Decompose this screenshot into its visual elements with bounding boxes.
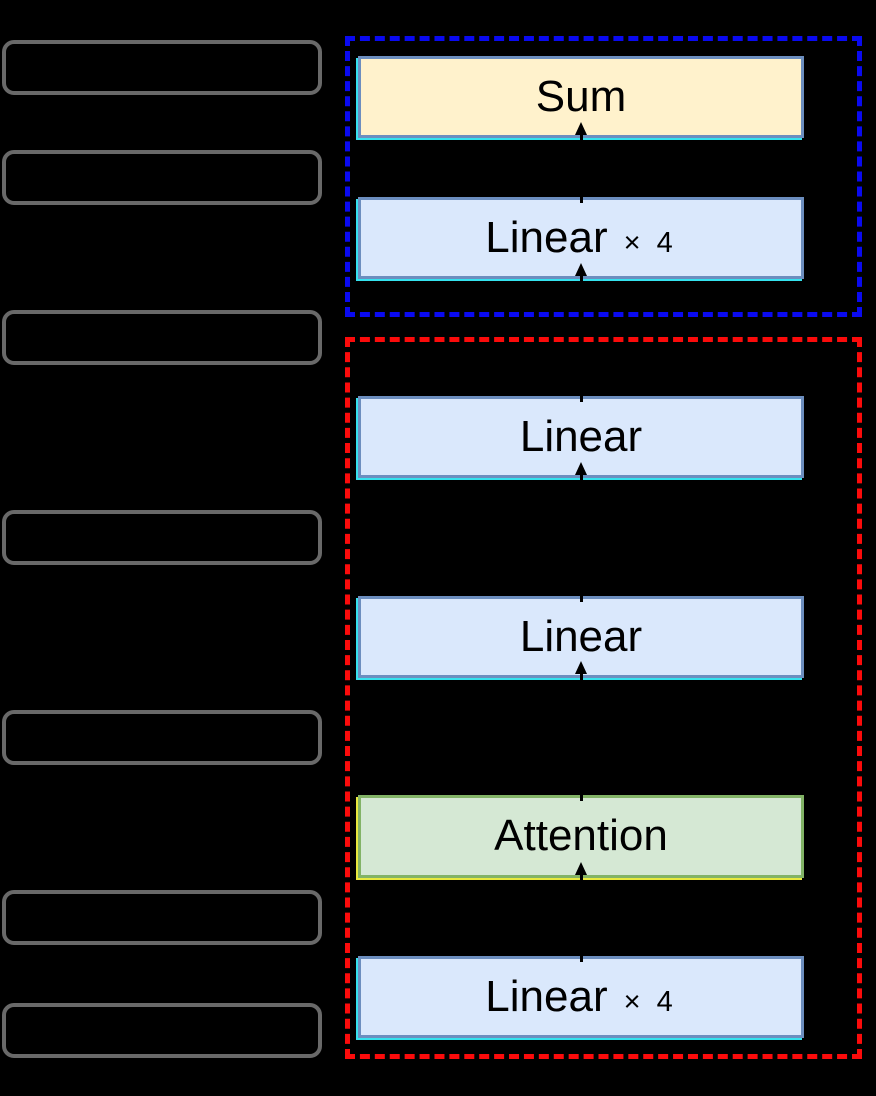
block-label: Linear — [519, 612, 643, 661]
left-placeholder-box-5 — [2, 710, 322, 765]
arrowhead-icon — [575, 462, 587, 475]
left-placeholder-box-2 — [2, 150, 322, 205]
up-arrow-3 — [574, 462, 588, 602]
left-placeholder-box-3 — [2, 310, 322, 365]
up-arrow-5 — [574, 862, 588, 962]
block-label: Linear — [485, 213, 608, 262]
arrow-shaft — [579, 475, 583, 602]
left-placeholder-box-1 — [2, 40, 322, 95]
blue-dashed-group — [345, 36, 862, 317]
red-dashed-group — [345, 337, 862, 1059]
block-label: Attention — [494, 811, 668, 860]
arrow-shaft — [579, 135, 583, 203]
arrow-shaft — [579, 674, 583, 801]
block-suffix: × 4 — [623, 986, 677, 1018]
block-suffix: × 4 — [623, 227, 677, 259]
block-label: Linear — [485, 972, 608, 1021]
arrow-shaft — [579, 276, 583, 402]
left-placeholder-box-4 — [2, 510, 322, 565]
left-placeholder-box-7 — [2, 1003, 322, 1058]
block-linear-x4-bottom: Linear × 4 — [358, 956, 804, 1038]
block-label: Sum — [535, 72, 627, 121]
arrowhead-icon — [575, 263, 587, 276]
arrowhead-icon — [575, 862, 587, 875]
arrow-shaft — [579, 875, 583, 962]
arrowhead-icon — [575, 661, 587, 674]
arrowhead-icon — [575, 122, 587, 135]
up-arrow-1 — [574, 122, 588, 203]
block-label: Linear — [519, 412, 643, 461]
up-arrow-2 — [574, 263, 588, 402]
up-arrow-4 — [574, 661, 588, 801]
left-placeholder-box-6 — [2, 890, 322, 945]
